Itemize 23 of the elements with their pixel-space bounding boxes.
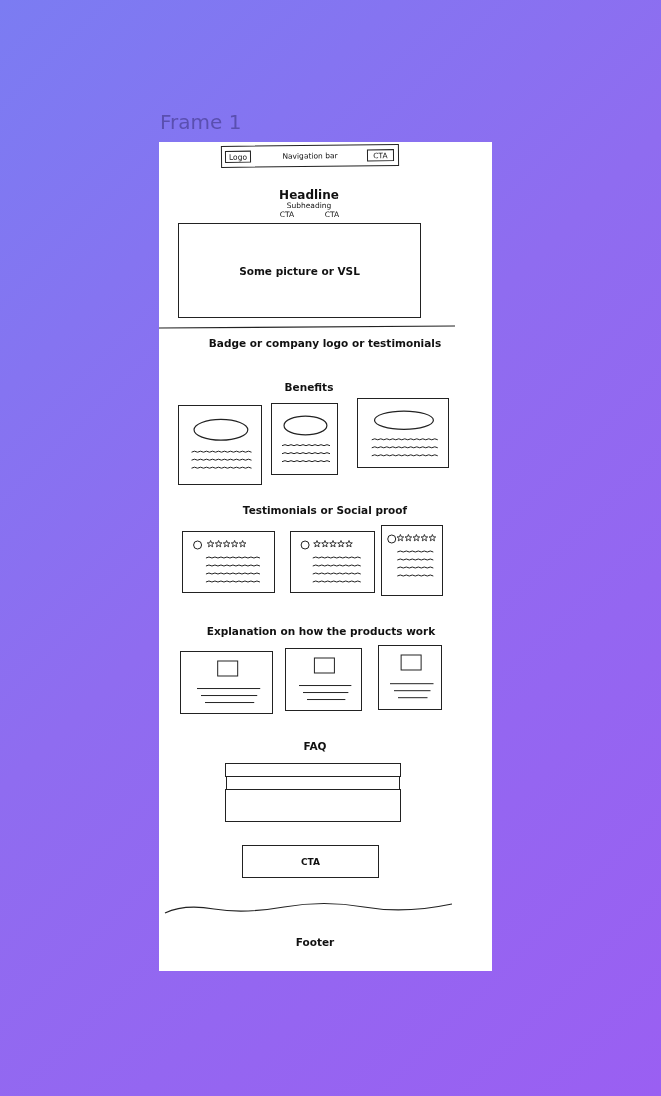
testimonial-card (381, 525, 443, 596)
section-heading: Testimonials or Social proof (242, 504, 408, 516)
headline-text: Headline (279, 188, 339, 202)
explanation-card (378, 645, 442, 710)
section-heading: Explanation on how the products work (206, 625, 436, 637)
section-heading: FAQ (303, 740, 327, 752)
explanation-card (180, 651, 273, 714)
cta-button: CTA (242, 845, 379, 878)
navigation-bar (220, 144, 400, 168)
benefit-card (271, 403, 338, 475)
benefit-card (178, 405, 262, 485)
section-heading: Benefits (284, 381, 334, 393)
testimonial-card (290, 531, 375, 593)
media-frame: Some picture or VSL (178, 223, 421, 318)
explanation-card (285, 648, 362, 711)
section-heading: Badge or company logo or testimonials (208, 337, 442, 349)
faq-row (225, 789, 401, 822)
faq-row (225, 763, 401, 777)
testimonial-card (182, 531, 275, 593)
footer-text: Footer (295, 936, 335, 948)
benefit-card (357, 398, 449, 468)
faq-row (226, 776, 400, 790)
frame-title: Frame 1 (160, 110, 242, 134)
